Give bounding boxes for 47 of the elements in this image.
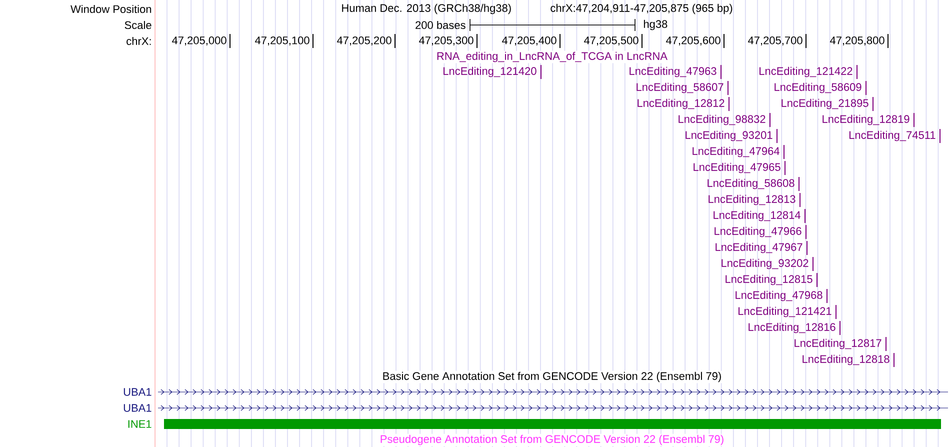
track-title: Pseudogene Annotation Set from GENCODE Version 22 (Ensembl 79) <box>378 434 726 446</box>
feature-label: LncEditing_47963 <box>630 66 716 78</box>
feature-label: LncEditing_21895 <box>782 98 868 110</box>
tick-label: 47,205,600 <box>666 36 720 46</box>
header-text: chrX:47,204,911-47,205,875 (965 bp) <box>550 4 732 14</box>
feature-label: LncEditing_12815 <box>726 274 812 286</box>
feature-label: LncEditing_93202 <box>722 258 808 270</box>
gene-label: INE1 <box>128 420 152 428</box>
scale-label: 200 bases <box>416 20 466 30</box>
track-title: RNA_editing_in_LncRNA_of_TCGA in LncRNA <box>435 50 669 64</box>
tick-label: 47,205,200 <box>337 36 392 46</box>
row-label: chrX: <box>126 36 151 46</box>
feature-label: LncEditing_47964 <box>692 146 780 158</box>
feature-label: LncEditing_12819 <box>822 114 910 126</box>
tick-label: 47,205,000 <box>172 36 226 46</box>
feature-label: LncEditing_12818 <box>802 354 890 366</box>
tick-label: 47,205,100 <box>255 36 310 46</box>
feature-label: LncEditing_58608 <box>708 178 794 190</box>
feature-label: LncEditing_12813 <box>708 194 796 206</box>
feature-label: LncEditing_47967 <box>716 242 802 254</box>
tick-label: 47,205,700 <box>748 36 802 46</box>
feature-label: LncEditing_121421 <box>738 306 832 318</box>
row-label: Window Position <box>70 4 152 14</box>
tick-label: 47,205,800 <box>830 36 884 46</box>
feature-label: LncEditing_47965 <box>694 162 780 174</box>
feature-label: LncEditing_47966 <box>714 226 802 238</box>
feature-label: LncEditing_93201 <box>686 130 772 142</box>
tick-label: 47,205,300 <box>419 36 474 46</box>
gene-label: UBA1 <box>124 388 152 396</box>
track-title: Basic Gene Annotation Set from GENCODE Version 22 (Ensembl 79) <box>381 370 723 384</box>
feature-label: LncEditing_98832 <box>678 114 766 126</box>
row-label: Scale <box>124 20 152 30</box>
feature-label: LncEditing_58609 <box>774 82 862 94</box>
tick-label: 47,205,500 <box>584 36 638 46</box>
feature-label: LncEditing_74511 <box>849 130 936 142</box>
feature-label: LncEditing_121422 <box>760 66 852 78</box>
feature-label: LncEditing_47968 <box>736 290 822 302</box>
feature-label: LncEditing_121420 <box>444 66 536 78</box>
header-text: Human Dec. 2013 (GRCh38/hg38) <box>342 4 511 14</box>
feature-label: LncEditing_12812 <box>638 98 724 110</box>
feature-label: LncEditing_58607 <box>636 82 724 94</box>
feature-label: LncEditing_12814 <box>714 210 800 222</box>
gene-label: UBA1 <box>124 404 152 412</box>
feature-label: LncEditing_12817 <box>794 338 882 350</box>
feature-label: LncEditing_12816 <box>748 322 836 334</box>
tick-label: 47,205,400 <box>502 36 556 46</box>
header-text: hg38 <box>644 20 668 30</box>
